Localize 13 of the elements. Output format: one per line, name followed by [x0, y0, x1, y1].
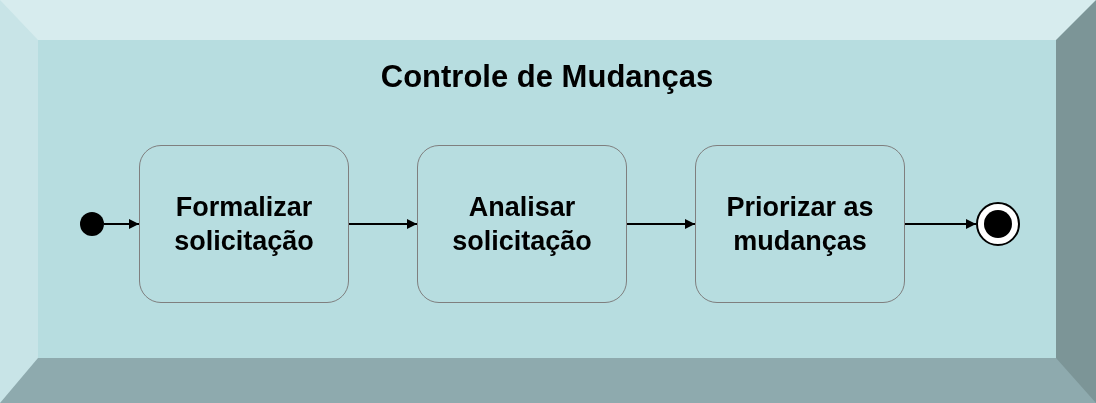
- activity-label: Analisar solicitação: [451, 191, 593, 258]
- arrow: [103, 219, 140, 229]
- arrow: [348, 219, 418, 229]
- panel-label: Controle de Mudanças: [379, 58, 715, 96]
- initial-node: [80, 212, 104, 236]
- activity-label: Formalizar solicitação: [173, 191, 315, 258]
- final-node: [976, 202, 1020, 246]
- arrow: [626, 219, 696, 229]
- activity-box: [417, 145, 627, 303]
- activity-box: [695, 145, 905, 303]
- activity-label: Priorizar as mudanças: [725, 191, 875, 258]
- arrow: [904, 219, 977, 229]
- activity-box: [139, 145, 349, 303]
